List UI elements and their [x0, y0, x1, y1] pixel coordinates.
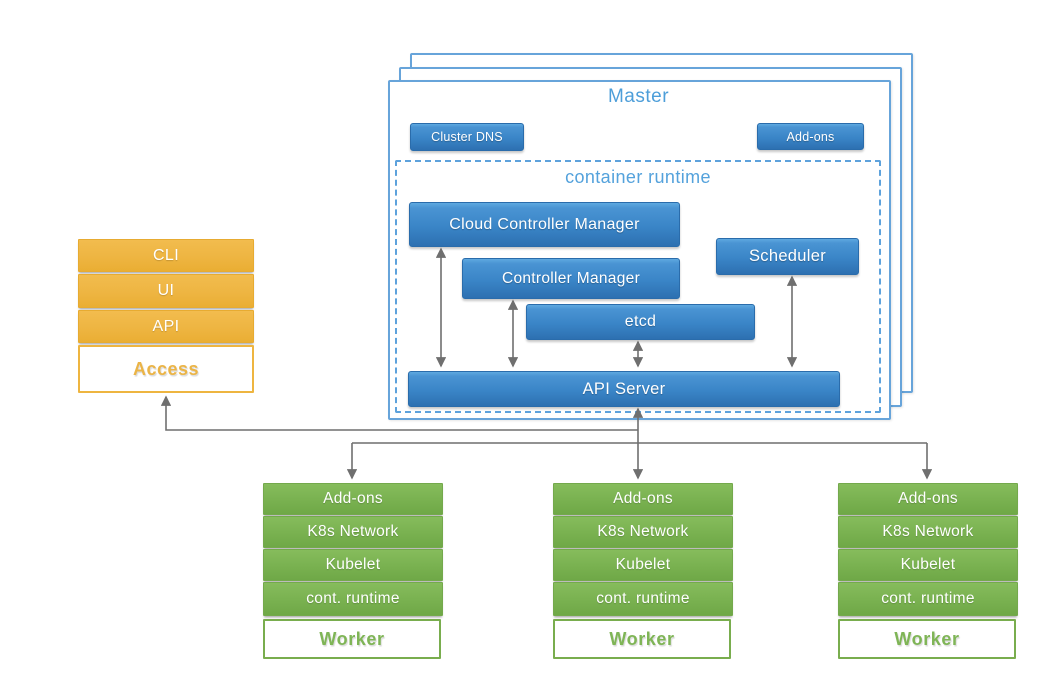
worker1-k8s-network-box: K8s Network [263, 516, 443, 548]
scheduler-box: Scheduler [716, 238, 859, 275]
worker1-label-box: Worker [263, 619, 441, 659]
worker2-addons-box: Add-ons [553, 483, 733, 515]
etcd-box: etcd [526, 304, 755, 340]
worker3-k8s-network-box: K8s Network [838, 516, 1018, 548]
worker3-label-box: Worker [838, 619, 1016, 659]
worker1-kubelet-box: Kubelet [263, 549, 443, 581]
controller-manager-box: Controller Manager [462, 258, 680, 299]
worker1-addons-box: Add-ons [263, 483, 443, 515]
worker2-cont-runtime-box: cont. runtime [553, 582, 733, 616]
access-cli-box: CLI [78, 239, 254, 272]
cluster-dns-box: Cluster DNS [410, 123, 524, 151]
cloud-controller-manager-box: Cloud Controller Manager [409, 202, 680, 247]
access-api-box: API [78, 310, 254, 343]
worker2-k8s-network-box: K8s Network [553, 516, 733, 548]
worker3-kubelet-box: Kubelet [838, 549, 1018, 581]
access-ui-box: UI [78, 274, 254, 308]
container-runtime-title: container runtime [565, 167, 711, 187]
master-title: Master [607, 86, 670, 107]
worker1-cont-runtime-box: cont. runtime [263, 582, 443, 616]
worker2-label-box: Worker [553, 619, 731, 659]
access-label-box: Access [78, 345, 254, 393]
worker3-cont-runtime-box: cont. runtime [838, 582, 1018, 616]
master-addons-box: Add-ons [757, 123, 864, 150]
api-server-box: API Server [408, 371, 840, 407]
worker3-addons-box: Add-ons [838, 483, 1018, 515]
worker2-kubelet-box: Kubelet [553, 549, 733, 581]
